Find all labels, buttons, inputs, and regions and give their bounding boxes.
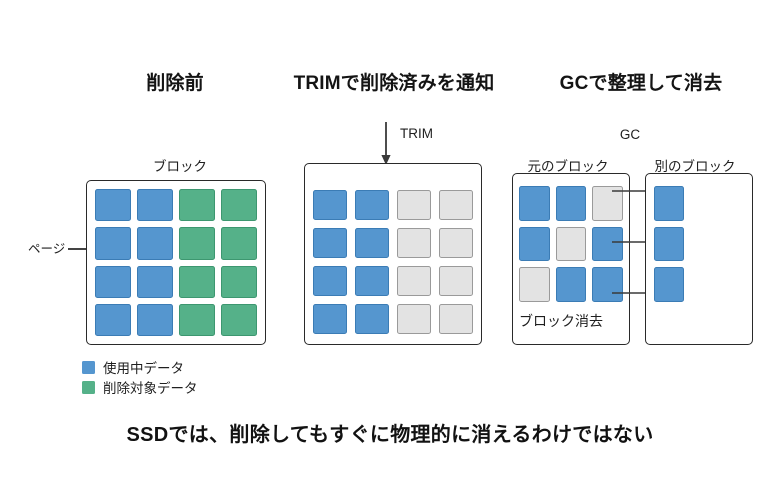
page-cell — [95, 303, 131, 336]
page-cell — [221, 265, 257, 298]
page-grid-panel1 — [95, 189, 257, 336]
diagram-caption: SSDでは、削除してもすぐに物理的に消えるわけではない — [126, 424, 654, 446]
page-cell — [179, 265, 215, 298]
page-cell — [355, 228, 389, 258]
trim-arrow-label: TRIM — [400, 126, 433, 141]
page-cell — [313, 304, 347, 334]
page-cell — [519, 226, 550, 262]
legend-label-deleted: 削除対象データ — [103, 381, 198, 396]
legend-swatch-used — [82, 360, 95, 374]
page-cell — [221, 303, 257, 336]
trim-arrow-icon — [381, 122, 391, 165]
page-cell — [519, 267, 550, 302]
page-grid-source-block — [519, 186, 623, 302]
block-erase-label: ブロック消去 — [519, 313, 603, 329]
page-cell — [137, 189, 173, 222]
page-cell — [95, 227, 131, 260]
page-cell — [397, 304, 431, 334]
page-cell — [654, 186, 684, 221]
legend-item-used: 使用中データ — [82, 358, 198, 376]
page-cell — [439, 304, 473, 334]
legend-label-used: 使用中データ — [103, 361, 184, 376]
page-cell — [439, 190, 473, 220]
page-cell — [592, 186, 623, 221]
page-cell — [313, 228, 347, 258]
page-cell — [439, 228, 473, 258]
page-cell — [355, 190, 389, 220]
page-cell — [221, 227, 257, 260]
page-cell — [313, 190, 347, 220]
page-cell — [555, 186, 587, 221]
page-cell — [221, 189, 257, 222]
panel-title-trim-notify: TRIMで削除済みを通知 — [293, 73, 495, 94]
destination-block-label: 別のブロック — [654, 159, 736, 174]
legend: 使用中データ 削除対象データ — [82, 358, 198, 398]
panel-title-before-delete: 削除前 — [146, 73, 204, 94]
page-cell — [137, 227, 173, 260]
panel-title-gc-erase: GCで整理して消去 — [559, 73, 723, 94]
legend-item-deleted: 削除対象データ — [82, 378, 198, 396]
page-cell — [555, 267, 587, 302]
page-label: ページ — [28, 242, 66, 256]
gc-arrow-label: GC — [619, 127, 641, 142]
block-label-panel1: ブロック — [153, 159, 207, 174]
page-cell — [179, 189, 215, 222]
page-cell — [137, 303, 173, 336]
page-cell — [654, 226, 684, 262]
page-leader-line — [68, 248, 96, 250]
page-grid-destination-block — [654, 186, 684, 302]
page-cell — [179, 227, 215, 260]
page-cell — [179, 303, 215, 336]
page-cell — [654, 267, 684, 302]
page-cell — [95, 265, 131, 298]
page-cell — [592, 226, 623, 262]
page-cell — [95, 189, 131, 222]
page-cell — [592, 267, 623, 302]
page-grid-panel2 — [313, 190, 473, 334]
page-cell — [555, 226, 587, 262]
page-cell — [439, 266, 473, 296]
legend-swatch-deleted — [82, 380, 95, 394]
page-cell — [397, 190, 431, 220]
page-cell — [355, 304, 389, 334]
page-cell — [397, 266, 431, 296]
page-cell — [313, 266, 347, 296]
page-cell — [355, 266, 389, 296]
page-cell — [137, 265, 173, 298]
page-cell — [397, 228, 431, 258]
source-block-label: 元のブロック — [527, 159, 609, 174]
page-cell — [519, 186, 550, 221]
